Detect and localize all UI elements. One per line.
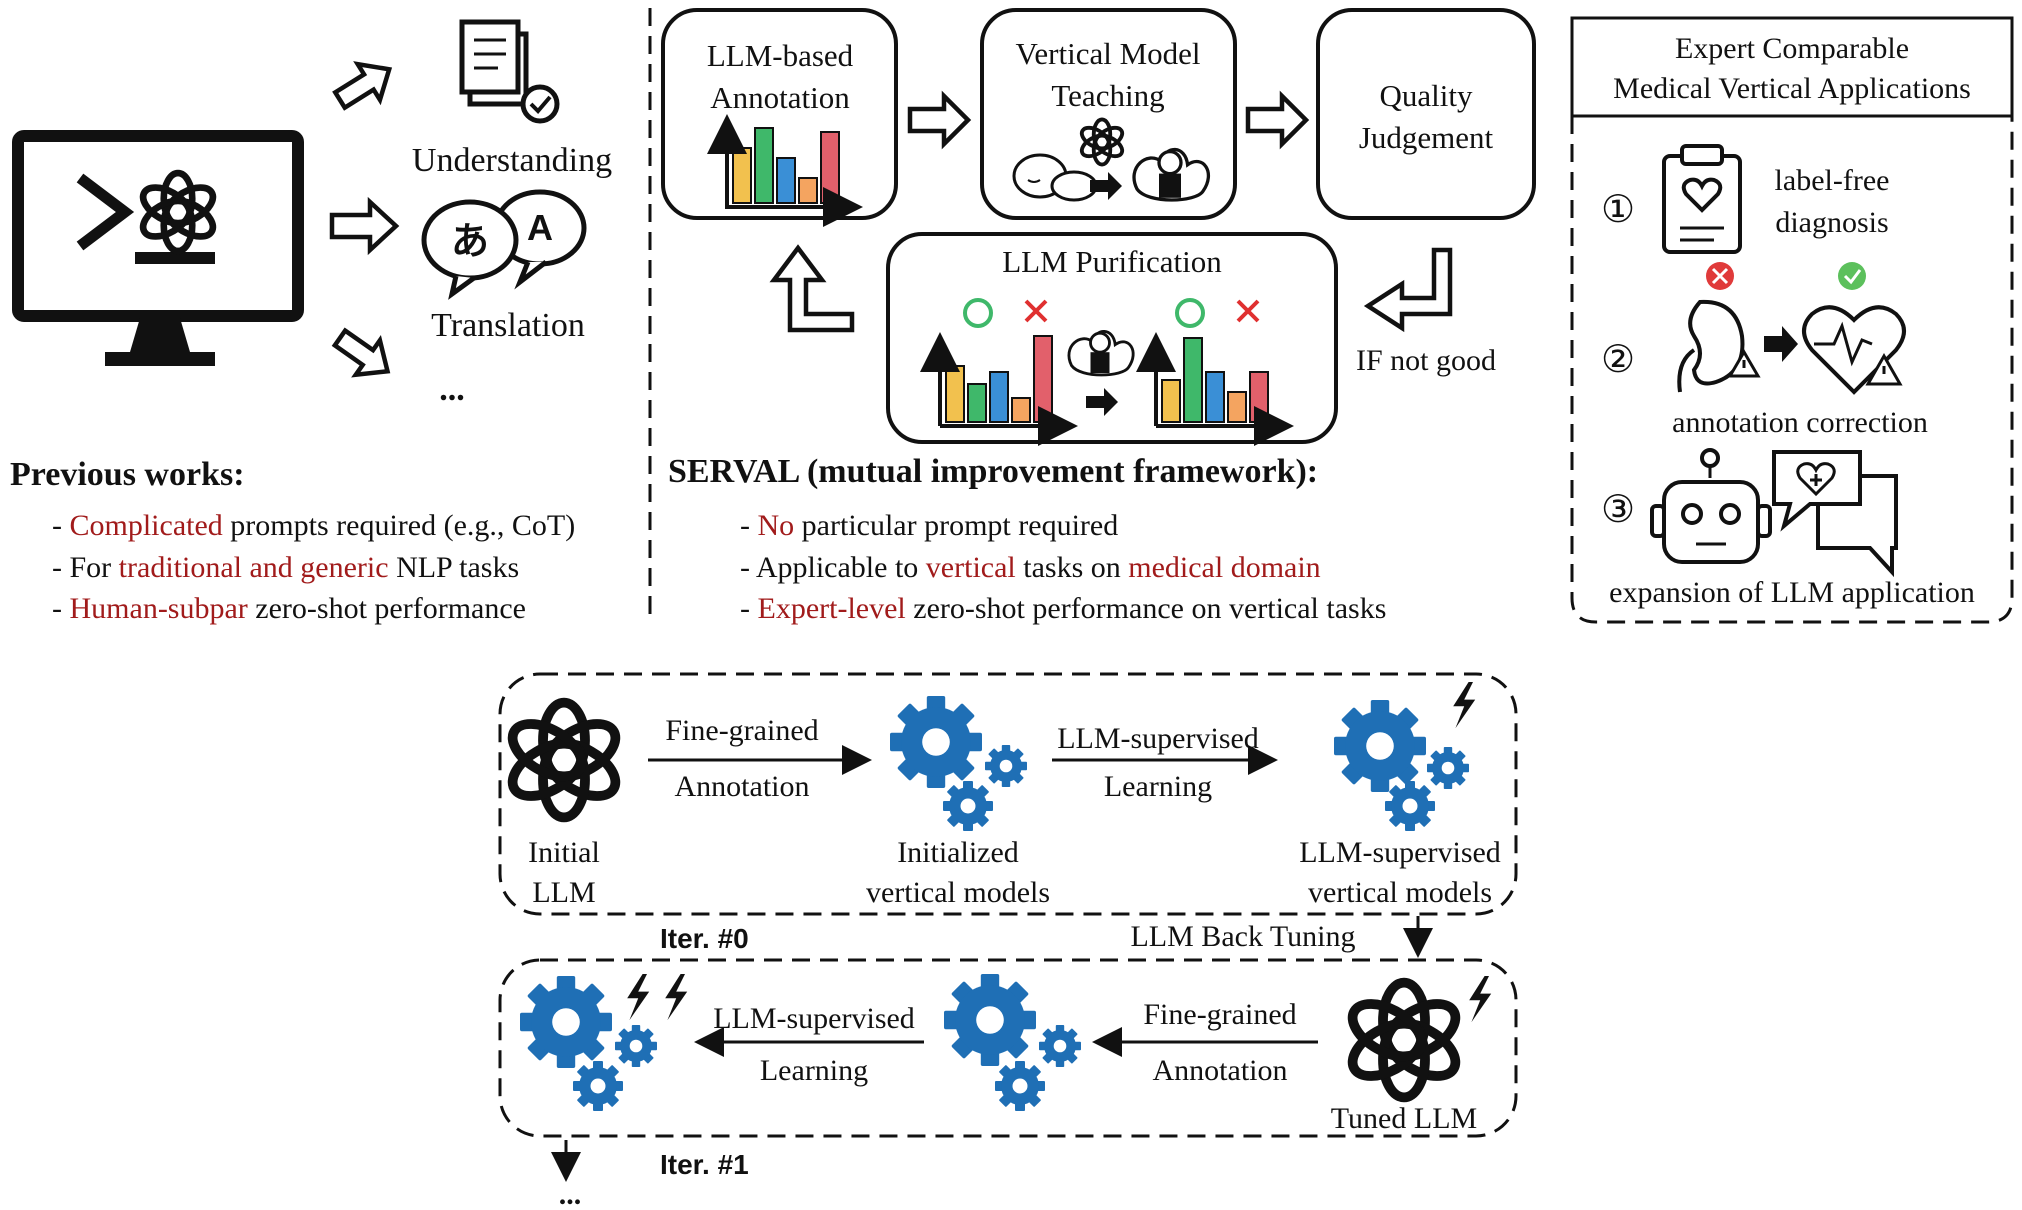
hollow-arrow-box1-box2: [907, 90, 972, 150]
svg-text:A: A: [527, 207, 553, 248]
bar-chart-after-icon: [1136, 332, 1294, 446]
vertical-teaching-line2: Teaching: [1051, 78, 1164, 113]
serval-title: SERVAL (mutual improvement framework):: [668, 453, 1318, 490]
clipboard-heart-icon: [1662, 144, 1742, 254]
lightning-icon: [665, 974, 688, 1021]
check-circle-icon: [1175, 298, 1205, 328]
iteration-0-panel: Initial LLM Fine-grained Annotation Init…: [498, 672, 1518, 916]
baby-icon: [1012, 153, 1098, 202]
red-x-badge-icon: [1706, 262, 1734, 290]
document-check-icon: [459, 19, 560, 124]
llm-annotation-line2: Annotation: [710, 80, 850, 115]
initial-llm-line1: Initial: [528, 836, 600, 869]
iter1-arrow2-bottom: Annotation: [1153, 1054, 1288, 1087]
ellipsis-label: ...: [439, 371, 465, 408]
understanding-label: Understanding: [412, 142, 612, 179]
number-1: ①: [1601, 189, 1635, 231]
openai-logo-icon: [504, 703, 624, 818]
initialized-vm-line2: vertical models: [866, 876, 1050, 909]
vertical-teaching-line1: Vertical Model: [1015, 36, 1200, 71]
iter0-arrow2-top: LLM-supervised: [1057, 722, 1259, 755]
back-tuning-label: LLM Back Tuning: [1130, 920, 1355, 953]
applications-header-line2: Medical Vertical Applications: [1613, 72, 1971, 105]
cross-icon: [1236, 299, 1260, 323]
small-arrow-right-icon: [1086, 388, 1118, 416]
applications-header-line1: Expert Comparable: [1675, 32, 1909, 65]
gear-cluster-icon: [1334, 682, 1476, 831]
quality-judgement-line1: Quality: [1380, 78, 1473, 113]
annotation-correction-label: annotation correction: [1672, 406, 1928, 439]
openai-logo-icon: [1344, 983, 1464, 1098]
hollow-arrow-box2-box3: [1245, 90, 1310, 150]
translation-label: Translation: [431, 307, 585, 344]
svg-text:あ: あ: [451, 221, 489, 263]
hollow-arrow-right: [329, 196, 400, 256]
applications-panel: Expert Comparable Medical Vertical Appli…: [1570, 16, 2014, 624]
iter1-arrow1-bottom: Learning: [760, 1054, 868, 1087]
serval-bullet-2: - Applicable to vertical tasks on medica…: [740, 551, 1321, 584]
bar-chart-before-icon: [920, 332, 1078, 446]
translation-bubbles-icon: A あ: [421, 189, 587, 300]
gear-cluster-icon: [520, 974, 688, 1111]
llm-purification-box: LLM Purification: [886, 232, 1338, 446]
quality-judgement-box: Quality Judgement: [1316, 8, 1536, 220]
vertical-teaching-box: Vertical Model Teaching: [980, 8, 1237, 220]
serval-bullet-1: - No particular prompt required: [740, 509, 1118, 542]
iter0-arrow1-top: Fine-grained: [665, 714, 818, 747]
iter1-label: Iter. #1: [660, 1149, 749, 1180]
llm-annotation-box: LLM-based Annotation: [661, 8, 898, 227]
green-check-badge-icon: [1838, 262, 1866, 290]
iteration-1-panel: LLM-supervised Learning Fine-grained Ann…: [498, 958, 1518, 1138]
hollow-arrow-up-right: [332, 61, 393, 111]
lightning-icon: [627, 974, 650, 1021]
previous-bullet-3: - Human-subpar zero-shot performance: [52, 592, 526, 625]
number-3: ③: [1601, 489, 1635, 531]
hollow-arrow-feedback-up: [769, 244, 855, 333]
iter0-arrow1-bottom: Annotation: [675, 770, 810, 803]
label-free-line1: label-free: [1775, 164, 1890, 197]
llm-purification-title: LLM Purification: [1002, 244, 1222, 279]
label-free-line2: diagnosis: [1775, 206, 1888, 239]
iter1-arrow1-top: LLM-supervised: [713, 1002, 915, 1035]
initialized-vm-line1: Initialized: [897, 836, 1019, 869]
lightning-icon: [1469, 976, 1492, 1023]
supervised-vm-line1: LLM-supervised: [1299, 836, 1501, 869]
iter1-arrow2-top: Fine-grained: [1143, 998, 1296, 1031]
iter0-arrow2-bottom: Learning: [1104, 770, 1212, 803]
small-arrow-right-icon: [1764, 326, 1798, 362]
gear-cluster-icon: [944, 974, 1081, 1111]
hollow-arrow-down-right: [331, 327, 391, 378]
chat-heart-icon: [1772, 450, 1898, 578]
initial-llm-line2: LLM: [532, 876, 595, 909]
tuned-llm-label: Tuned LLM: [1331, 1102, 1477, 1135]
check-circle-icon: [963, 298, 993, 328]
previous-works-title: Previous works:: [10, 456, 245, 493]
previous-works-panel: Understanding A あ Translation ... Previo…: [10, 19, 612, 625]
if-not-good-label: IF not good: [1356, 344, 1496, 377]
quality-judgement-line2: Judgement: [1359, 120, 1494, 155]
previous-bullet-1: - Complicated prompts required (e.g., Co…: [52, 509, 575, 542]
serval-panel: LLM-based Annotation Vertical Model Teac…: [661, 8, 1536, 625]
bar-chart-icon: [707, 114, 863, 227]
previous-bullet-2: - For traditional and generic NLP tasks: [52, 551, 519, 584]
cross-icon: [1024, 299, 1048, 323]
expansion-label: expansion of LLM application: [1609, 576, 1975, 609]
llm-annotation-line1: LLM-based: [707, 38, 854, 73]
number-2: ②: [1601, 339, 1635, 381]
supervised-vm-line2: vertical models: [1308, 876, 1492, 909]
robot-icon: [1650, 448, 1772, 564]
heart-warning-icon: [1802, 305, 1906, 395]
gear-cluster-icon: [890, 696, 1027, 831]
small-arrow-right-icon: [1090, 172, 1122, 200]
hollow-arrow-if-not-good: [1363, 247, 1453, 333]
iter1-ellipsis: ...: [559, 1178, 582, 1210]
computer-icon: [12, 130, 304, 366]
iter0-label: Iter. #0: [660, 923, 749, 954]
lightning-icon: [1453, 682, 1476, 729]
serval-bullet-3: - Expert-level zero-shot performance on …: [740, 592, 1386, 625]
kidney-warning-icon: [1677, 299, 1761, 393]
